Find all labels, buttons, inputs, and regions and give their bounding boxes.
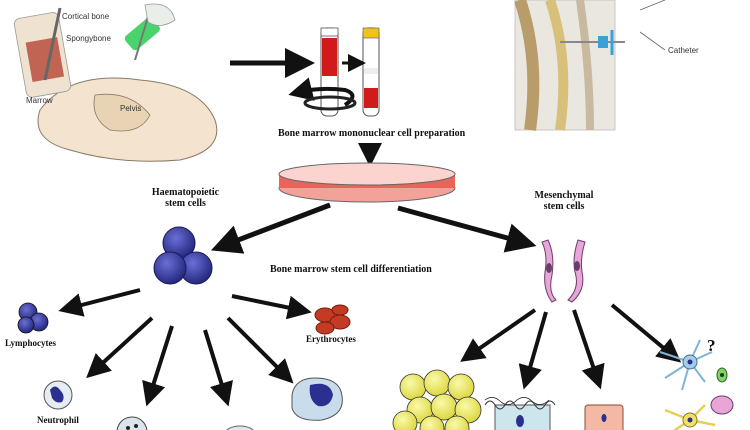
- arrow-to-monocyte: [203, 329, 233, 407]
- chondrocyte-cell: [484, 397, 556, 430]
- catheter-label: Catheter: [668, 46, 699, 55]
- haematopoietic-label-line2: stem cells: [165, 198, 206, 209]
- arrow-to-lymphocytes: [58, 288, 141, 317]
- lymphocytes-label: Lymphocytes: [5, 338, 57, 348]
- neutrophil-label: Neutrophil: [37, 415, 79, 425]
- neutrophil-cell: [43, 380, 73, 410]
- mesenchymal-label-line1: Mesenchymal: [534, 190, 594, 201]
- culture-dish: [278, 162, 456, 203]
- arrow-to-granulocyte: [142, 325, 174, 407]
- myocyte-cell: [584, 404, 624, 430]
- preparation-label: Bone marrow mononuclear cell preparation: [278, 128, 466, 139]
- granulocyte-cell: [116, 416, 148, 430]
- pelvis-label: Pelvis: [120, 104, 142, 113]
- neural-cells: [659, 339, 734, 430]
- cortical-bone-label: Cortical bone: [62, 12, 110, 21]
- arrow-to-haematopoietic: [210, 202, 331, 254]
- spongy-bone-label: Spongybone: [66, 34, 111, 43]
- differentiation-label: Bone marrow stem cell differentiation: [270, 264, 432, 275]
- arrow-to-erythrocytes: [231, 294, 312, 320]
- arrow-to-myocyte: [572, 309, 605, 390]
- adipocyte-cells: [392, 369, 482, 430]
- question-mark-label: ?: [707, 336, 716, 355]
- monocyte-cell: [226, 425, 254, 430]
- lymphocyte-cells: [17, 302, 49, 334]
- arrow-to-chondrocyte: [518, 311, 548, 390]
- mesenchymal-label: Mesenchymal stem cells: [519, 190, 609, 212]
- haematopoietic-stem-cell-cluster: [153, 226, 213, 285]
- macrophage-cell: [291, 377, 343, 421]
- arrow-to-neutrophil: [86, 316, 154, 379]
- bone-marrow-aspiration-illustration: [13, 3, 218, 162]
- mesenchymal-stem-cells: [541, 239, 586, 303]
- mesenchymal-label-line2: stem cells: [543, 201, 585, 212]
- haematopoietic-label-line1: Haematopoietic: [151, 187, 220, 198]
- arrow-to-mesenchymal: [397, 205, 537, 253]
- spinal-catheter-illustration: [514, 0, 666, 131]
- haematopoietic-label: Haematopoietic stem cells: [138, 187, 233, 209]
- erythrocytes-label: Erythrocytes: [306, 334, 356, 344]
- centrifuge-tubes: [288, 27, 380, 117]
- erythrocyte-cells: [314, 304, 351, 335]
- arrow-to-adipocytes: [460, 308, 537, 362]
- marrow-label: Marrow: [26, 96, 53, 105]
- arrow-to-neural-cells: [610, 303, 682, 363]
- arrow-to-macrophage: [226, 316, 294, 384]
